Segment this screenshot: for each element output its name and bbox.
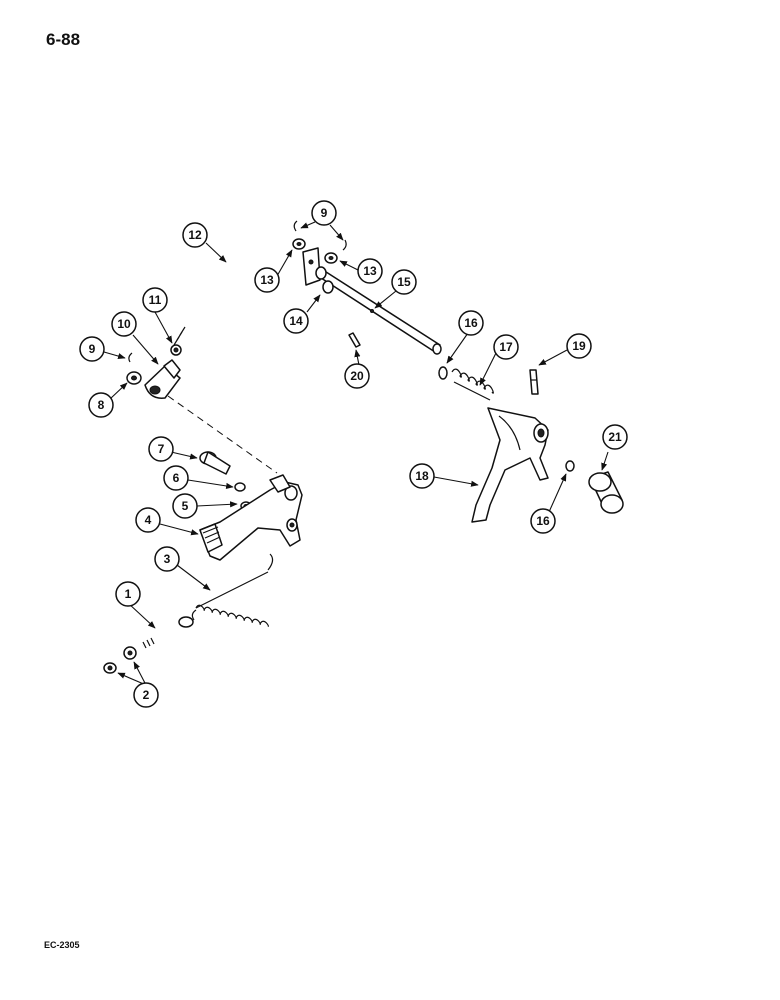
left-clip-washer-parts	[126, 352, 142, 385]
dowel-pin-part	[529, 369, 539, 395]
callout-9-top: 9	[311, 200, 337, 226]
callout-16-bottom: 16	[530, 508, 556, 534]
callout-6: 6	[163, 465, 189, 491]
roll-pin-part	[348, 332, 361, 348]
svg-text:21: 21	[608, 430, 622, 444]
callout-3: 3	[154, 546, 180, 572]
clevis-part	[144, 344, 182, 399]
svg-text:6: 6	[173, 471, 180, 485]
callout-17: 17	[493, 334, 519, 360]
shoulder-bolt-part	[199, 451, 231, 475]
svg-text:15: 15	[397, 275, 411, 289]
svg-text:4: 4	[145, 513, 152, 527]
shift-rod-part	[173, 230, 297, 346]
svg-text:13: 13	[363, 264, 377, 278]
callout-21: 21	[602, 424, 628, 450]
svg-text:7: 7	[158, 442, 165, 456]
callout-14: 14	[283, 308, 309, 334]
svg-text:11: 11	[149, 293, 162, 307]
eye-bolt-part	[142, 616, 194, 649]
nut-parts	[103, 646, 137, 674]
snap-ring-part	[438, 366, 448, 380]
callout-9-left: 9	[79, 336, 105, 362]
compression-spring-part	[451, 368, 494, 401]
callout-1: 1	[115, 581, 141, 607]
svg-text:13: 13	[260, 273, 274, 287]
svg-text:16: 16	[536, 514, 550, 528]
svg-text:3: 3	[164, 552, 171, 566]
svg-text:1: 1	[125, 587, 132, 601]
callout-20: 20	[344, 363, 370, 389]
svg-text:17: 17	[499, 340, 513, 354]
tension-spring-part	[191, 553, 274, 627]
top-clip-washer-parts	[292, 220, 347, 264]
document-code: EC-2305	[44, 940, 80, 950]
svg-text:9: 9	[89, 342, 96, 356]
svg-text:14: 14	[289, 314, 303, 328]
svg-text:10: 10	[117, 317, 131, 331]
callout-18: 18	[409, 463, 435, 489]
svg-text:16: 16	[464, 316, 478, 330]
svg-text:12: 12	[188, 228, 202, 242]
leader-lines	[103, 221, 609, 686]
callout-12: 12	[182, 222, 208, 248]
callout-13-left: 13	[254, 267, 280, 293]
assembly-line	[167, 395, 278, 474]
callout-10: 10	[111, 311, 137, 337]
svg-text:18: 18	[415, 469, 429, 483]
svg-text:5: 5	[182, 499, 189, 513]
callout-11: 11	[142, 287, 168, 313]
callout-7: 7	[148, 436, 174, 462]
svg-text:8: 8	[98, 398, 105, 412]
shift-shaft-part	[302, 247, 442, 355]
callout-2: 2	[133, 682, 159, 708]
callout-15: 15	[391, 269, 417, 295]
callout-5: 5	[172, 493, 198, 519]
clutch-pedal-part	[199, 474, 303, 561]
svg-text:2: 2	[143, 688, 150, 702]
callout-19: 19	[566, 333, 592, 359]
svg-text:20: 20	[350, 369, 364, 383]
callout-13-right: 13	[357, 258, 383, 284]
shift-fork-part	[471, 407, 549, 523]
callout-8: 8	[88, 392, 114, 418]
callout-4: 4	[135, 507, 161, 533]
svg-text:19: 19	[572, 339, 586, 353]
bushing-part	[588, 471, 624, 514]
callout-16-top: 16	[458, 310, 484, 336]
snap-ring-part	[565, 460, 575, 472]
svg-text:9: 9	[321, 206, 328, 220]
page-number: 6-88	[46, 30, 81, 49]
